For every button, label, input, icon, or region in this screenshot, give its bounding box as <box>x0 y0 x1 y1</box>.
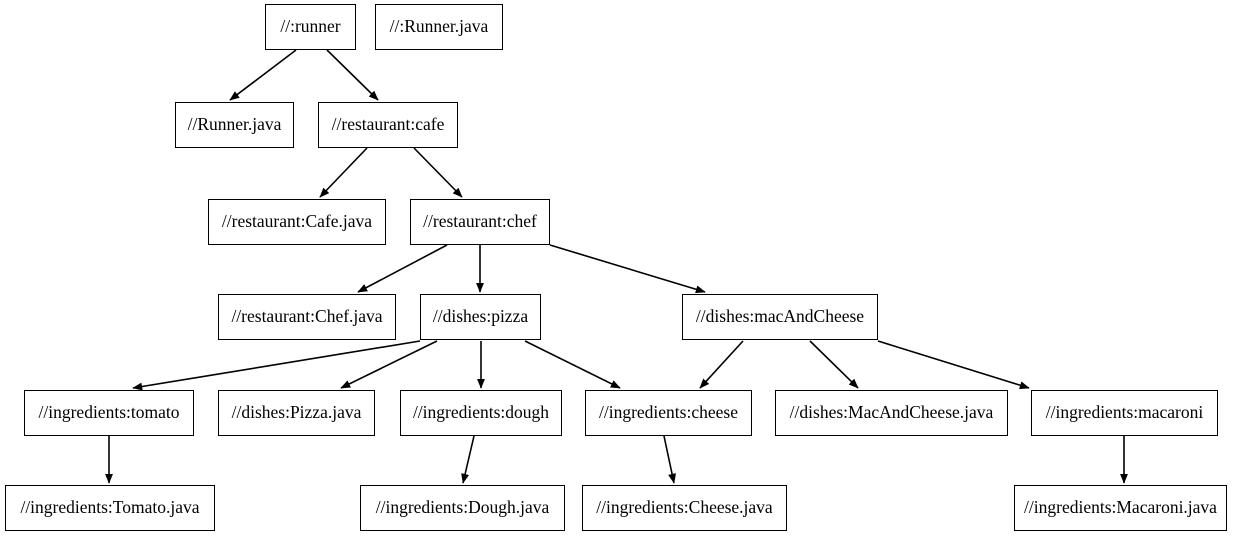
graph-edge-ingredients_cheese-to-ingredients_cheese_java <box>663 435 676 484</box>
graph-node-label: //restaurant:Cafe.java <box>221 211 373 232</box>
graph-node-label: //restaurant:cafe <box>331 114 445 135</box>
graph-node-label: //ingredients:Dough.java <box>375 497 550 518</box>
graph-edge-dishes_pizza-to-ingredients_tomato <box>132 340 421 391</box>
graph-edge-restaurant_chef-to-dishes_macandcheese <box>549 244 706 294</box>
graph-node-dishes_macandcheese_java[interactable]: //dishes:MacAndCheese.java <box>775 390 1008 436</box>
graph-node-label: //ingredients:Tomato.java <box>20 497 200 518</box>
graph-node-label: //ingredients:cheese <box>599 402 738 423</box>
graph-node-label: //ingredients:dough <box>412 402 550 423</box>
graph-node-label: //ingredients:tomato <box>38 402 180 423</box>
graph-node-runner[interactable]: //:runner <box>265 4 356 50</box>
graph-node-label: //ingredients:macaroni <box>1045 402 1204 423</box>
graph-node-restaurant_cafe[interactable]: //restaurant:cafe <box>318 102 458 148</box>
graph-node-label: //restaurant:chef <box>423 211 537 232</box>
graph-edge-dishes_macandcheese-to-ingredients_macaroni <box>877 340 1030 390</box>
graph-edge-ingredients_dough-to-ingredients_dough_java <box>461 435 475 484</box>
graph-node-label: //restaurant:Chef.java <box>231 306 383 327</box>
graph-node-ingredients_dough[interactable]: //ingredients:dough <box>400 390 562 436</box>
graph-node-ingredients_cheese_java[interactable]: //ingredients:Cheese.java <box>582 485 787 531</box>
graph-node-restaurant_chef_java[interactable]: //restaurant:Chef.java <box>218 294 396 340</box>
graph-node-label: //:Runner.java <box>389 16 489 37</box>
graph-node-ingredients_cheese[interactable]: //ingredients:cheese <box>585 390 752 436</box>
graph-node-restaurant_chef[interactable]: //restaurant:chef <box>410 199 550 245</box>
graph-node-ingredients_macaroni[interactable]: //ingredients:macaroni <box>1031 390 1218 436</box>
graph-node-label: //:runner <box>280 16 341 37</box>
graph-node-restaurant_cafe_java[interactable]: //restaurant:Cafe.java <box>208 199 386 245</box>
graph-node-dishes_macandcheese[interactable]: //dishes:macAndCheese <box>682 294 878 340</box>
graph-edge-dishes_macandcheese-to-dishes_macandcheese_java <box>809 340 859 389</box>
graph-edge-runner-to-runner_java <box>229 49 297 101</box>
graph-node-label: //Runner.java <box>187 114 282 135</box>
graph-edge-restaurant_cafe-to-restaurant_chef <box>413 147 463 198</box>
graph-node-ingredients_tomato_java[interactable]: //ingredients:Tomato.java <box>5 485 215 531</box>
graph-node-label: //ingredients:Macaroni.java <box>1024 497 1217 518</box>
graph-node-dishes_pizza[interactable]: //dishes:pizza <box>420 294 541 340</box>
graph-node-ingredients_tomato[interactable]: //ingredients:tomato <box>24 390 194 436</box>
graph-node-label: //dishes:macAndCheese <box>695 306 865 327</box>
graph-edge-dishes_macandcheese-to-ingredients_cheese <box>699 340 744 389</box>
graph-node-runner_java[interactable]: //Runner.java <box>175 102 294 148</box>
graph-edge-dishes_pizza-to-dishes_pizza_java <box>340 340 438 389</box>
graph-edge-runner-to-restaurant_cafe <box>326 49 379 101</box>
graph-node-ingredients_macaroni_java[interactable]: //ingredients:Macaroni.java <box>1014 485 1227 531</box>
graph-node-root_runner_java[interactable]: //:Runner.java <box>375 4 503 50</box>
graph-edge-dishes_pizza-to-ingredients_cheese <box>524 340 621 389</box>
graph-edge-restaurant_cafe-to-restaurant_cafe_java <box>319 147 368 198</box>
graph-node-label: //dishes:MacAndCheese.java <box>789 402 994 423</box>
graph-node-ingredients_dough_java[interactable]: //ingredients:Dough.java <box>360 485 565 531</box>
graph-node-label: //dishes:Pizza.java <box>231 402 362 423</box>
graph-node-label: //ingredients:Cheese.java <box>596 497 773 518</box>
graph-node-dishes_pizza_java[interactable]: //dishes:Pizza.java <box>218 390 375 436</box>
graph-node-label: //dishes:pizza <box>432 306 529 327</box>
graph-edge-restaurant_chef-to-restaurant_chef_java <box>357 244 448 293</box>
